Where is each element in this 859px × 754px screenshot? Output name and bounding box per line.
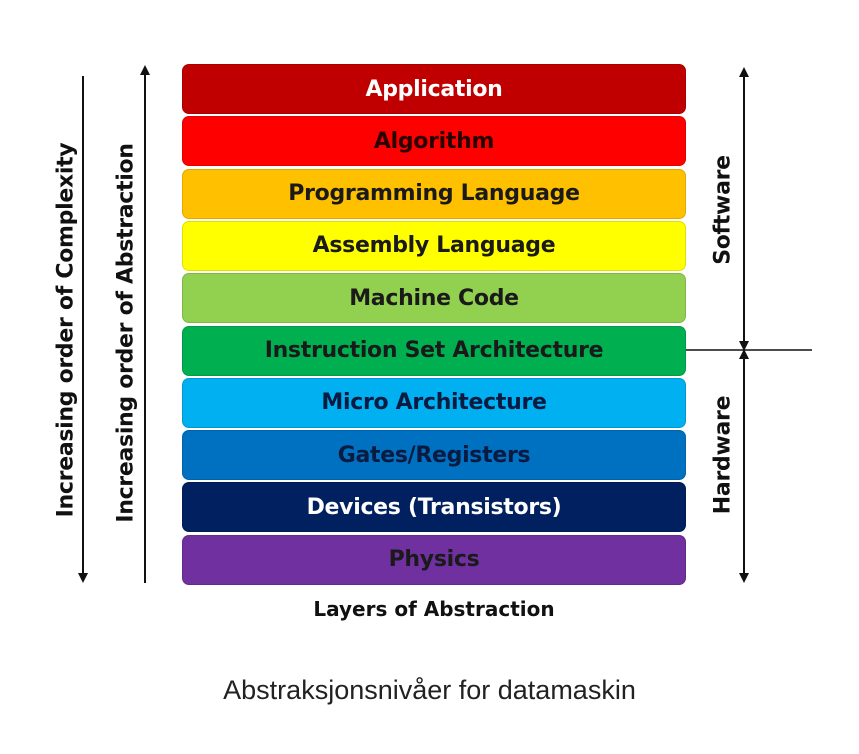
complexity-label: Increasing order of Complexity <box>53 142 79 518</box>
software-label: Software <box>710 155 736 265</box>
layer-machine-code: Machine Code <box>182 273 686 324</box>
layers-of-abstraction-label: Layers of Abstraction <box>313 597 555 621</box>
layer-programming-language: Programming Language <box>182 168 686 219</box>
layer-application: Application <box>182 64 686 114</box>
layer-gates-registers: Gates/Registers <box>182 430 686 481</box>
layer-micro-architecture: Micro Architecture <box>182 377 686 428</box>
layer-physics: Physics <box>182 534 686 585</box>
layer-algorithm: Algorithm <box>182 116 686 167</box>
figure-caption: Abstraksjonsnivåer for datamaskin <box>223 675 636 705</box>
layer-devices-transistors: Devices (Transistors) <box>182 482 686 533</box>
abstraction-label: Increasing order of Abstraction <box>113 143 139 523</box>
layer-instruction-set-architecture: Instruction Set Architecture <box>182 325 686 376</box>
layer-assembly-language: Assembly Language <box>182 220 686 271</box>
hardware-label: Hardware <box>710 395 736 515</box>
diagram-arrows <box>78 65 812 583</box>
